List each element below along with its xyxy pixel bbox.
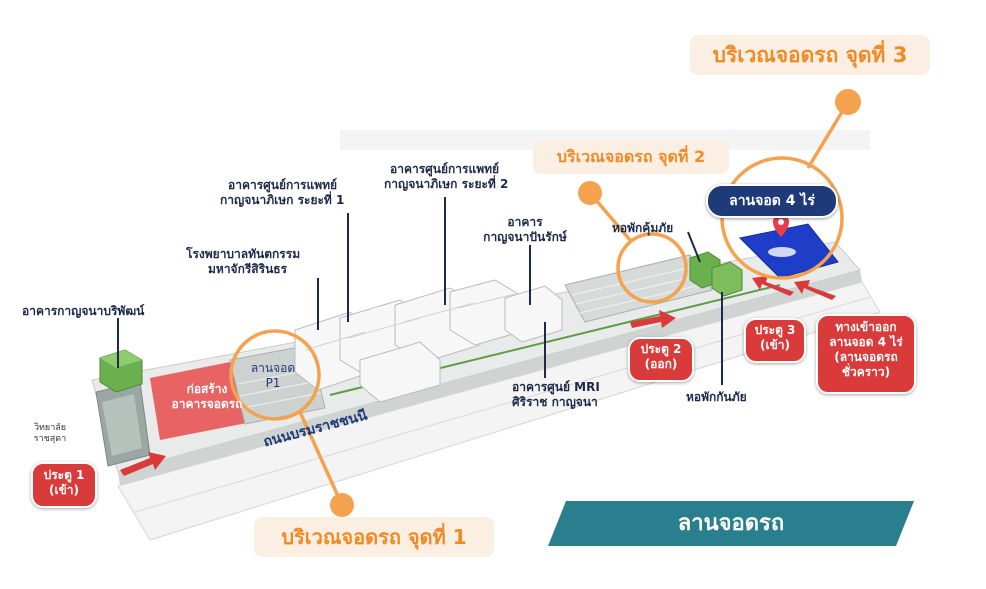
gate3-line2: (เข้า) (759, 338, 790, 352)
banner-shape (548, 501, 914, 546)
highlight-circle-3 (720, 156, 844, 280)
hospital-line1: โรงพยาบาลทันตกรรม (186, 247, 301, 261)
hospital-line2: มหาจักรีสิรินธร (208, 262, 288, 276)
building-mri-label: อาคารศูนย์ MRI ศิริราช กาญจนา (512, 380, 600, 410)
gate2-line1: ประตู 2 (640, 342, 682, 356)
mri-line1: อาคารศูนย์ MRI (512, 380, 600, 394)
entrance-line1: ทางเข้าออก (835, 320, 897, 334)
building-kanjanapanrak-label: อาคาร กาญจนาปันรักษ์ (470, 215, 580, 245)
lot-p1-line1: ลานจอด (250, 361, 296, 375)
gate-1-box: ประตู 1 (เข้า) (31, 462, 97, 508)
building-dental-hospital-label: โรงพยาบาลทันตกรรม มหาจักรีสิรินธร (186, 247, 300, 277)
entrance-line2: ลานจอด 4 ไร่ (829, 335, 903, 349)
lot-4rai-label: ลานจอด 4 ไร่ (706, 184, 838, 218)
parking-area-3-label: บริเวณจอดรถ จุดที่ 3 (690, 35, 930, 75)
parking-area-2-label: บริเวณจอดรถ จุดที่ 2 (533, 140, 729, 174)
pointer-dot-3 (835, 89, 861, 115)
dorm-building-2 (711, 261, 743, 297)
parking-banner-title: ลานจอดรถ (677, 511, 785, 536)
entrance-line4: ชั่วคราว) (841, 365, 891, 379)
medcenter1-line1: อาคารศูนย์การแพทย์ (228, 178, 338, 192)
mri-line2: ศิริราช กาญจนา (512, 395, 598, 409)
dorm-kanpai-label: หอพักกันภัย (686, 390, 747, 404)
gate-2-box: ประตู 2 (ออก) (628, 337, 694, 382)
lot-p1-line2: P1 (265, 376, 281, 390)
building-medcenter2-label: อาคารศูนย์การแพทย์ กาญจนาภิเษก ระยะที่ 2 (384, 162, 508, 192)
gate-arrows (120, 276, 836, 476)
building-medcenter1-label: อาคารศูนย์การแพทย์ กาญจนาภิเษก ระยะที่ 1 (220, 178, 344, 208)
highlight-circle-2 (616, 232, 688, 304)
pointer-dot-1 (330, 493, 354, 517)
college-line1: วิทยาลัย (33, 423, 67, 433)
pointer-dot-2 (578, 181, 602, 205)
hospital-cluster (294, 279, 563, 403)
dorm-kumpai-label: หอพักคุ้มภัย (612, 221, 674, 235)
gate2-line2: (ออก) (644, 357, 678, 371)
medcenter2-line1: อาคารศูนย์การแพทย์ (390, 162, 500, 176)
kanjanapanrak-line1: อาคาร (507, 215, 543, 229)
medcenter1-line2: กาญจนาภิเษก ระยะที่ 1 (220, 193, 345, 207)
kanjanapanrak-line2: กาญจนาปันรักษ์ (483, 230, 567, 244)
medcenter2-line2: กาญจนาภิเษก ระยะที่ 2 (384, 177, 509, 191)
highlight-circle-1 (229, 329, 321, 421)
building-kanjanaboripat-label: อาคารกาญจนาบริพัฒน์ (22, 304, 145, 318)
college-label: วิทยาลัย ราชสุดา (26, 423, 74, 445)
location-pin-icon (773, 214, 789, 237)
college-line2: ราชสุดา (33, 434, 67, 444)
entrance-line3: (ลานจอดรถ (834, 350, 898, 364)
gate-3-box: ประตู 3 (เข้า) (744, 318, 806, 363)
gate1-line2: (เข้า) (48, 483, 79, 497)
lot-p1-label: ลานจอด P1 (238, 361, 308, 391)
gate3-line1: ประตู 3 (754, 323, 796, 337)
entrance-4rai-box: ทางเข้าออก ลานจอด 4 ไร่ (ลานจอดรถ ชั่วคร… (816, 314, 916, 394)
construction-line1: ก่อสร้าง (186, 382, 228, 396)
construction-line2: อาคารจอดรถ (171, 397, 243, 411)
construction-label: ก่อสร้าง อาคารจอดรถ (152, 382, 262, 412)
lot-area-2 (564, 254, 713, 323)
gate1-line1: ประตู 1 (43, 468, 85, 482)
parking-area-1-label: บริเวณจอดรถ จุดที่ 1 (254, 517, 494, 557)
